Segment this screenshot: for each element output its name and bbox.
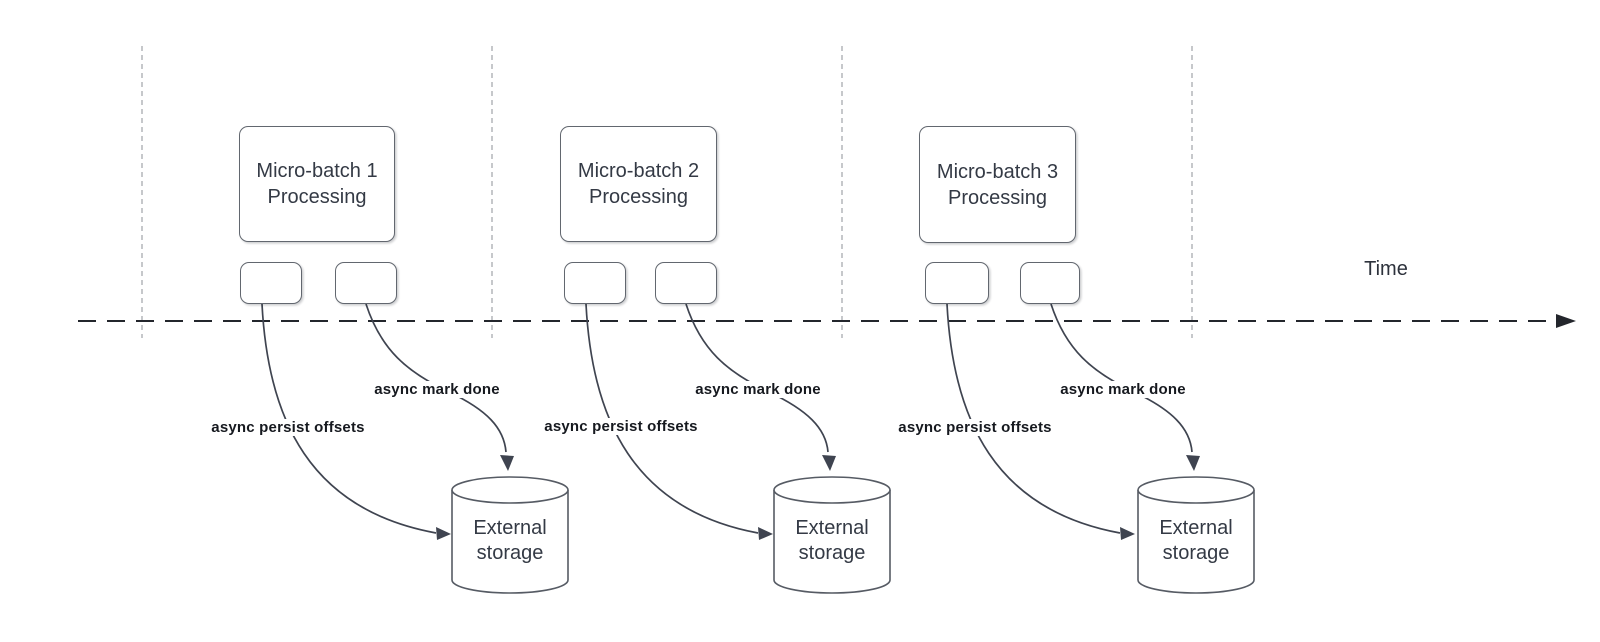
async-persist-offsets-arrowhead-icon-1: [436, 527, 451, 540]
async-mark-done-arrow-2: [685, 303, 829, 453]
micro-batch-1-processing-label: Micro-batch 1 Processing: [256, 160, 378, 208]
cylinder-body-1: [451, 490, 569, 594]
persist-offsets-task-box-3: [925, 262, 989, 304]
time-axis: [78, 314, 1576, 328]
micro-batch-3-processing-box: Micro-batch 3 Processing: [919, 126, 1076, 243]
async-persist-offsets-arrow-3: [946, 303, 1121, 534]
external-storage-cylinder-icon-3: [1137, 476, 1255, 594]
external-storage-label-3: External storage: [1159, 517, 1233, 564]
async-mark-done-arrowhead-icon-1: [500, 455, 514, 471]
external-storage-label-1: External storage: [473, 517, 547, 564]
micro-batch-2-processing-label: Micro-batch 2 Processing: [577, 160, 700, 208]
mark-done-task-box-2: [655, 262, 717, 304]
async-persist-offsets-arrow-2: [585, 303, 759, 534]
async-persist-offsets-arrowhead-icon-3: [1120, 527, 1135, 540]
mark-done-task-box-3: [1020, 262, 1080, 304]
cylinder-body-2: [773, 490, 891, 594]
external-storage-cylinder-icon-2: [773, 476, 891, 594]
micro-batch-1-processing-box: Micro-batch 1 Processing: [239, 126, 395, 242]
cylinder-top-2: [773, 476, 891, 504]
async-persist-offsets-label-3: async persist offsets: [895, 419, 1055, 436]
async-mark-done-arrowhead-icon-2: [822, 455, 836, 471]
cylinder-body-3: [1137, 490, 1255, 594]
persist-offsets-task-box-2: [564, 262, 626, 304]
persist-offsets-task-box-1: [240, 262, 302, 304]
micro-batch-3-processing-label: Micro-batch 3 Processing: [936, 160, 1059, 209]
timeline-guides: [141, 46, 1193, 338]
async-mark-done-arrow-3: [1050, 303, 1193, 453]
async-persist-offsets-arrowhead-icon-2: [758, 527, 773, 540]
async-mark-done-label-3: async mark done: [1057, 381, 1189, 398]
mark-done-task-box-1: [335, 262, 397, 304]
async-mark-done-arrowhead-icon-3: [1186, 455, 1200, 471]
micro-batch-2-processing-box: Micro-batch 2 Processing: [560, 126, 717, 242]
external-storage-cylinder-icon-1: [451, 476, 569, 594]
async-mark-done-label-2: async mark done: [692, 381, 824, 398]
async-persist-offsets-label-1: async persist offsets: [208, 419, 368, 436]
async-persist-offsets-label-2: async persist offsets: [541, 418, 701, 435]
async-mark-done-label-1: async mark done: [371, 381, 503, 398]
storage-cylinders: [451, 476, 1255, 594]
cylinder-top-3: [1137, 476, 1255, 504]
time-axis-arrowhead-icon: [1556, 314, 1576, 328]
async-mark-done-arrow-1: [365, 303, 507, 453]
cylinder-top-1: [451, 476, 569, 504]
async-persist-offsets-arrow-1: [261, 303, 437, 534]
time-axis-label: Time: [1364, 258, 1408, 280]
external-storage-label-2: External storage: [795, 517, 869, 564]
